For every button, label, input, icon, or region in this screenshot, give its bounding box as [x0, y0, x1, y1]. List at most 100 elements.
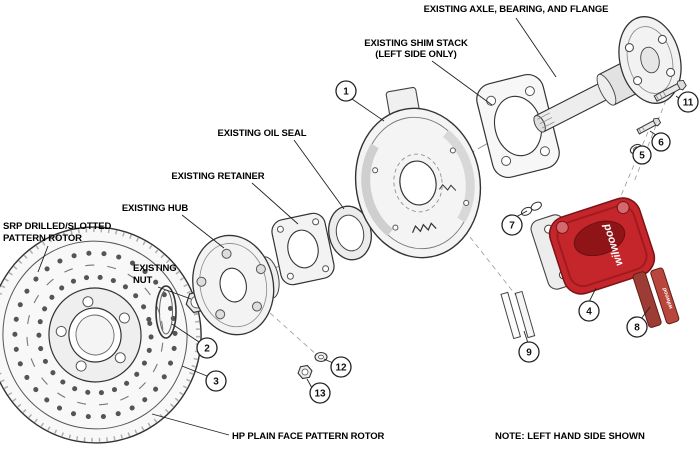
- leader-c4: [588, 287, 597, 303]
- callout-13: 13: [309, 382, 331, 404]
- leader-c7: [515, 210, 528, 218]
- gasket-hole: [539, 146, 550, 157]
- brake-pad: [632, 271, 662, 328]
- callout-4-number: 4: [586, 307, 592, 318]
- label-axle: EXISTING AXLE, BEARING, AND FLANGE: [424, 4, 609, 15]
- callout-11-number: 11: [683, 98, 694, 109]
- callout-12: 12: [330, 356, 352, 378]
- pad-shim: [514, 290, 536, 339]
- washers-7: [520, 201, 542, 216]
- oil-seal: [328, 205, 372, 261]
- shoe-spring: [411, 222, 437, 233]
- rotor-lug-hole: [75, 360, 87, 372]
- callout-13-number: 13: [314, 389, 326, 400]
- label-hub: EXISTING HUB: [122, 203, 189, 214]
- wheel-stud: [221, 248, 232, 259]
- shim-align-line: [469, 236, 519, 299]
- lock-nut-13: [297, 364, 313, 380]
- pad-shim: [500, 291, 522, 340]
- leader-c8: [640, 306, 651, 320]
- leader-retainer: [251, 182, 299, 225]
- plate-hole: [392, 224, 399, 231]
- callout-5-number: 5: [639, 151, 645, 162]
- caliper-bolt-boss: [555, 220, 569, 234]
- label-retainer: EXISTING RETAINER: [171, 171, 264, 182]
- wheel-stud: [196, 276, 207, 287]
- caliper-bolt-line-2: [633, 99, 667, 183]
- leader-c3: [181, 365, 208, 377]
- leader-srp-rotor: [37, 245, 49, 273]
- wheel-stud: [255, 264, 266, 275]
- leader-shim-stack: [431, 60, 493, 106]
- washer-12: [314, 351, 328, 363]
- plate-hole: [372, 167, 379, 174]
- retainer-hole: [312, 218, 320, 226]
- leader-c2: [171, 323, 200, 343]
- plate-hole: [463, 199, 470, 206]
- callout-3: 3: [205, 370, 227, 392]
- rotor-lug-hole: [82, 296, 94, 308]
- mount-bolt-long: [653, 79, 687, 102]
- wheel-stud: [251, 301, 262, 312]
- callout-2: 2: [196, 337, 218, 359]
- retainer-hole: [286, 272, 294, 280]
- callout-5: 5: [632, 145, 652, 165]
- callout-2-number: 2: [204, 344, 210, 355]
- label-nut-2: NUT: [133, 275, 153, 286]
- callout-1-number: 1: [343, 87, 349, 98]
- callout-3-number: 3: [213, 377, 219, 388]
- caliper-bridge-window: [573, 220, 626, 257]
- leader-c1: [351, 98, 385, 122]
- flange-hole: [666, 67, 676, 77]
- label-srp-rotor-2: PATTERN ROTOR: [3, 233, 82, 244]
- callout-7: 7: [501, 214, 523, 236]
- brake-shoe-right: [442, 129, 475, 223]
- leader-nut: [157, 286, 192, 300]
- label-oil-seal: EXISTING OIL SEAL: [218, 128, 307, 139]
- label-nut-1: EXISTING: [133, 263, 177, 274]
- leader-c13: [306, 378, 313, 389]
- callout-8-number: 8: [634, 323, 640, 334]
- pad-shims: [500, 290, 536, 340]
- backing-plate: [354, 86, 482, 259]
- callout-8: 8: [626, 316, 648, 338]
- rotor-lug-hole: [114, 352, 126, 364]
- retainer-hole: [276, 225, 284, 233]
- leader-oil-seal: [293, 139, 345, 210]
- rotor-lug-hole: [118, 312, 130, 324]
- hub: [192, 234, 280, 336]
- rotor-drilled-slotted: [0, 226, 202, 444]
- callout-12-number: 12: [335, 363, 347, 374]
- label-srp-rotor-1: SRP DRILLED/SLOTTED: [3, 221, 111, 232]
- callout-9-number: 9: [526, 348, 532, 359]
- flange-hole: [624, 43, 634, 53]
- flange-hole: [633, 76, 643, 86]
- retainer-hole: [322, 265, 330, 273]
- leader-plain-rotor: [151, 413, 230, 436]
- note-left-hand-side: NOTE: LEFT HAND SIDE SHOWN: [495, 431, 645, 442]
- callout-9: 9: [518, 341, 540, 363]
- callout-7-number: 7: [509, 221, 515, 232]
- label-plain-rotor: HP PLAIN FACE PATTERN ROTOR: [232, 431, 385, 442]
- plate-hole: [449, 147, 456, 154]
- callout-6: 6: [651, 132, 671, 152]
- hardware-align-line: [249, 294, 319, 357]
- mount-bolt-short: [636, 117, 662, 135]
- gasket-hole: [501, 155, 512, 166]
- leader-c6: [649, 130, 657, 136]
- callout-4: 4: [578, 300, 600, 322]
- callout-1: 1: [335, 80, 357, 102]
- retainer-plate: [271, 212, 335, 286]
- callout-11: 11: [677, 91, 699, 113]
- label-shim-stack-1: EXISTING SHIM STACK: [364, 38, 468, 49]
- caliper-bolt-line: [616, 131, 649, 206]
- leader-c9: [523, 330, 529, 344]
- axle-flange: [618, 16, 682, 104]
- callout-6-number: 6: [658, 138, 664, 149]
- wheel-stud: [215, 309, 226, 320]
- leader-axle: [515, 17, 557, 78]
- label-shim-stack-2: (LEFT SIDE ONLY): [375, 49, 456, 60]
- caliper-bolt-boss: [616, 201, 630, 215]
